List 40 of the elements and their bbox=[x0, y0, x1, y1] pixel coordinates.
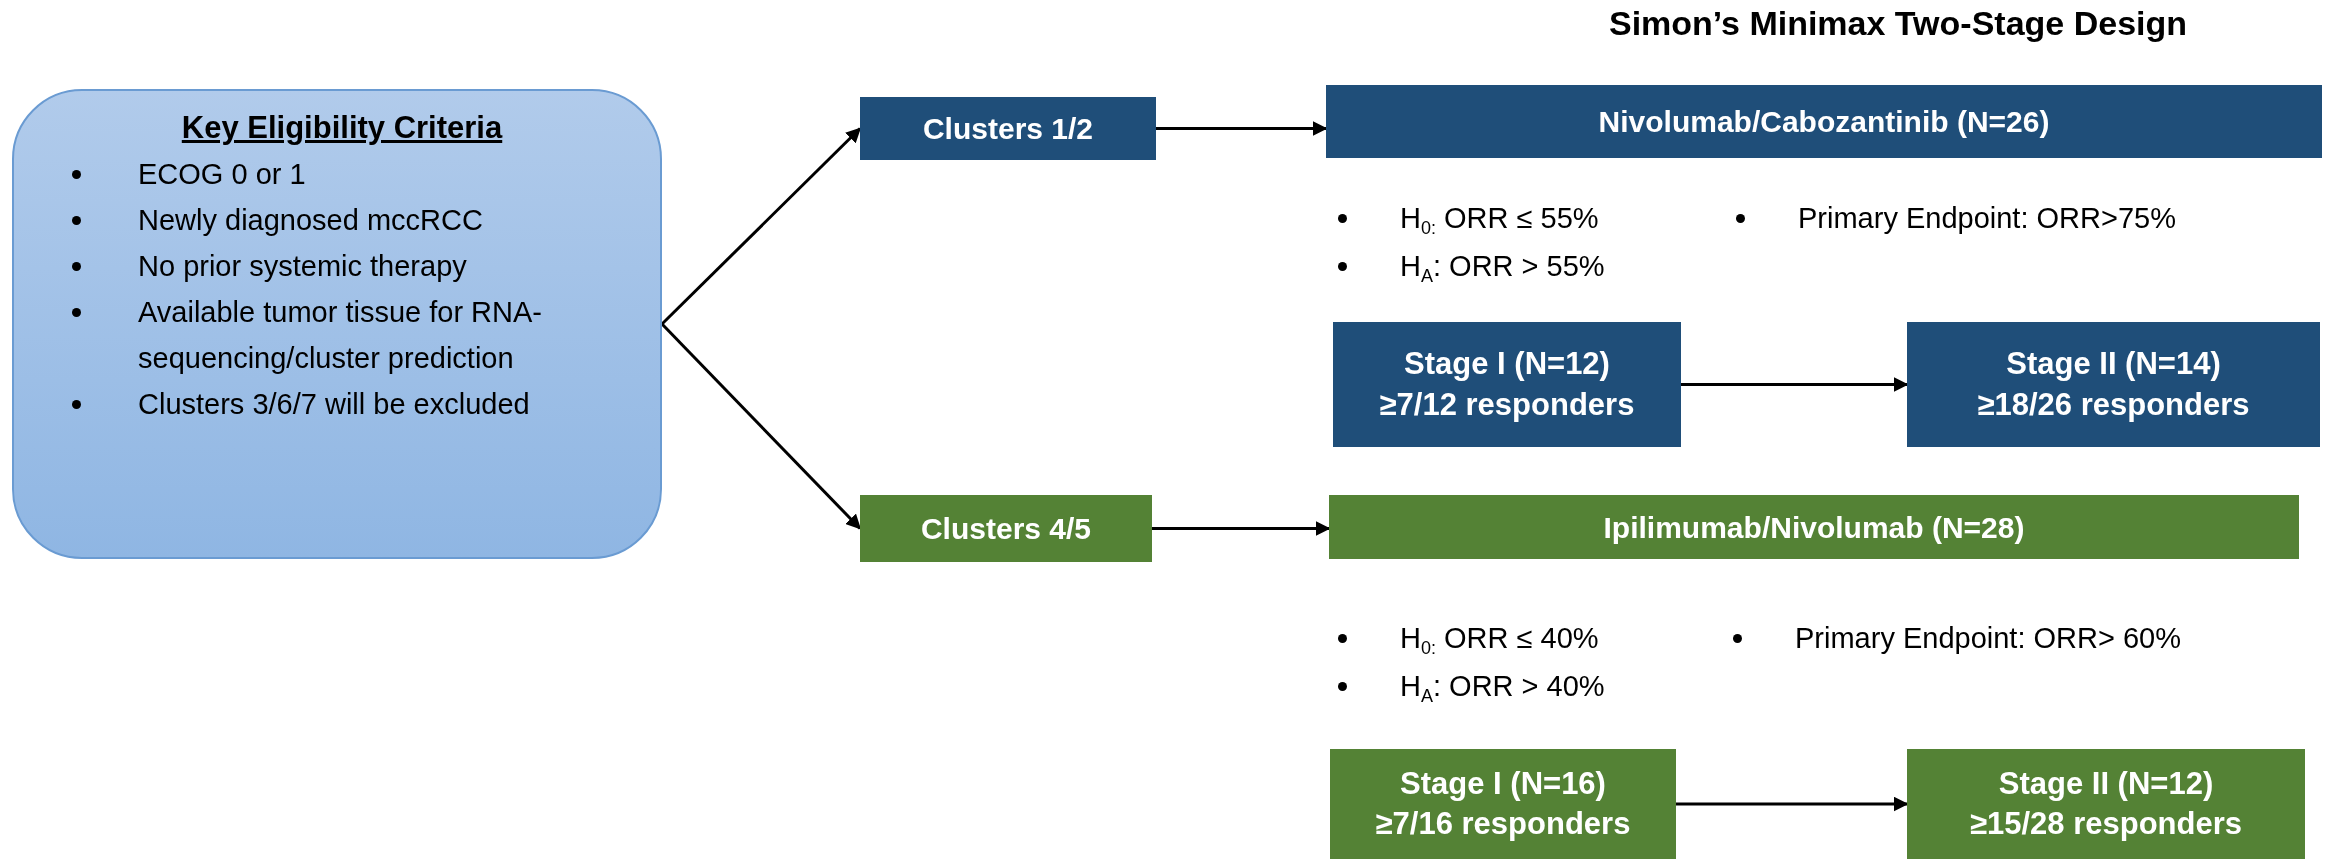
criterion-text: ECOG 0 or 1 bbox=[138, 157, 307, 192]
process-box bbox=[1329, 495, 2299, 559]
hypothesis-text: H$_{A}$: ORR > 40% bbox=[1400, 670, 1605, 702]
hypothesis-text: H$_{0:}$ ORR ≤ 40% bbox=[1400, 622, 1599, 654]
hypothesis-text: H$_{0:}$ ORR ≤ 55% bbox=[1400, 202, 1599, 234]
arrow bbox=[1156, 121, 1328, 136]
process-box bbox=[1907, 749, 2305, 859]
process-box bbox=[1333, 322, 1681, 447]
box-text: ≥7/16 responders bbox=[1375, 805, 1631, 843]
box-title: Ipilimumab/Nivolumab (N=28) bbox=[1603, 509, 2025, 546]
hypothesis-text: H$_{A}$: ORR > 55% bbox=[1400, 250, 1605, 282]
criterion-text: Available tumor tissue for RNA-sequencing/cluster prediction bbox=[138, 295, 543, 376]
box-title: Nivolumab/Cabozantinib (N=26) bbox=[1598, 104, 2050, 140]
box-text: ≥15/28 responders bbox=[1969, 805, 2242, 843]
hypothesis-text: Primary Endpoint: ORR>75% bbox=[1798, 202, 2176, 234]
box-title: Stage I (N=12) bbox=[1404, 345, 1610, 384]
arrow bbox=[660, 127, 862, 326]
process-box bbox=[1326, 85, 2322, 158]
arrow bbox=[1676, 796, 1909, 812]
criteria-box bbox=[12, 89, 662, 559]
process-box bbox=[860, 97, 1156, 160]
arrow bbox=[1681, 377, 1909, 392]
box-title: Clusters 4/5 bbox=[920, 511, 1092, 547]
process-box bbox=[860, 495, 1152, 562]
arrow bbox=[1152, 521, 1331, 536]
criterion-text: Clusters 3/6/7 will be excluded bbox=[138, 387, 531, 422]
process-box bbox=[1330, 749, 1676, 859]
box-text: ≥18/26 responders bbox=[1977, 385, 2250, 424]
box-text: ≥7/12 responders bbox=[1379, 385, 1635, 424]
box-title: Stage II (N=14) bbox=[2006, 345, 2221, 384]
arrow bbox=[660, 322, 862, 530]
hypothesis-text: Primary Endpoint: ORR> 60% bbox=[1795, 622, 2182, 654]
box-title: Stage II (N=12) bbox=[1998, 764, 2214, 803]
box-title: Clusters 1/2 bbox=[922, 111, 1094, 147]
diagram-title: Simon’s Minimax Two-Stage Design bbox=[1608, 4, 2188, 43]
criterion-text: Newly diagnosed mccRCC bbox=[138, 203, 484, 238]
criterion-text: No prior systemic therapy bbox=[138, 249, 468, 284]
process-box bbox=[1907, 322, 2320, 447]
box-title: Stage I (N=16) bbox=[1400, 764, 1606, 803]
heading: Key Eligibility Criteria bbox=[180, 109, 504, 147]
